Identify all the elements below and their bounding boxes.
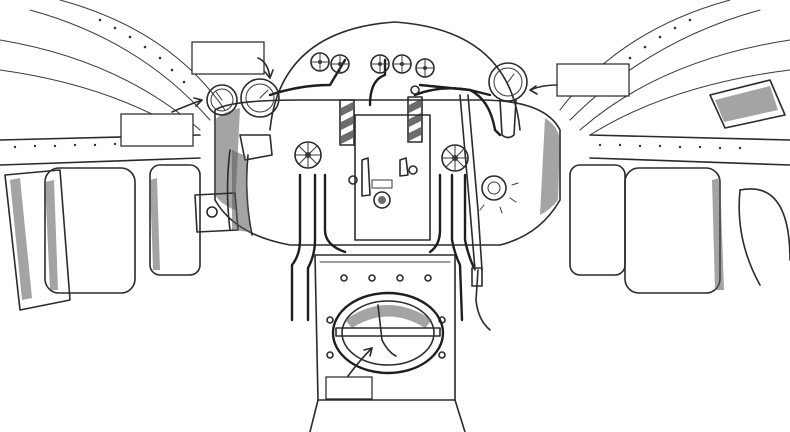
left-window bbox=[44, 167, 136, 294]
valve-wheel-3 bbox=[370, 54, 390, 74]
valve-wheel-large-right bbox=[441, 144, 469, 172]
cab-roof bbox=[0, 0, 790, 136]
arrow-to-large-gauge bbox=[257, 57, 271, 79]
boiler-backhead bbox=[214, 99, 561, 246]
valve-wheel-4 bbox=[392, 54, 412, 74]
control-levers bbox=[348, 157, 418, 197]
pressure-gauge-right bbox=[488, 62, 528, 139]
arrow-to-firebox-door bbox=[347, 347, 373, 377]
label-box-left-gauge bbox=[120, 113, 194, 147]
left-equipment bbox=[194, 134, 273, 236]
pointer-arrows bbox=[171, 57, 558, 377]
label-box-right-gauge bbox=[556, 63, 630, 97]
label-box-firebox bbox=[325, 376, 373, 400]
pressure-gauge-left-large bbox=[240, 78, 280, 118]
injector-pipes bbox=[290, 173, 476, 322]
wall-plate bbox=[709, 79, 786, 129]
left-cab-wall bbox=[0, 134, 201, 311]
floor-base bbox=[309, 399, 466, 432]
valve-wheel-1 bbox=[310, 52, 330, 72]
sight-glass-left bbox=[339, 99, 355, 146]
label-box-top-gauge bbox=[191, 41, 265, 75]
right-window bbox=[624, 167, 721, 294]
rivet-row-left bbox=[98, 18, 186, 84]
top-piping bbox=[268, 58, 502, 271]
left-window-small bbox=[149, 164, 201, 276]
valve-wheel-5 bbox=[415, 58, 435, 78]
right-cab-wall bbox=[569, 79, 790, 294]
arrow-to-small-gauge bbox=[171, 99, 203, 113]
sight-glass-right bbox=[407, 85, 423, 143]
right-window-small bbox=[569, 164, 626, 276]
pressure-gauge-left-small bbox=[206, 84, 238, 116]
center-plug bbox=[373, 191, 391, 209]
valve-wheel-2 bbox=[330, 54, 350, 74]
valve-wheel-large-left bbox=[294, 141, 322, 169]
firebox-door bbox=[331, 291, 445, 375]
brake-valve bbox=[471, 175, 519, 331]
